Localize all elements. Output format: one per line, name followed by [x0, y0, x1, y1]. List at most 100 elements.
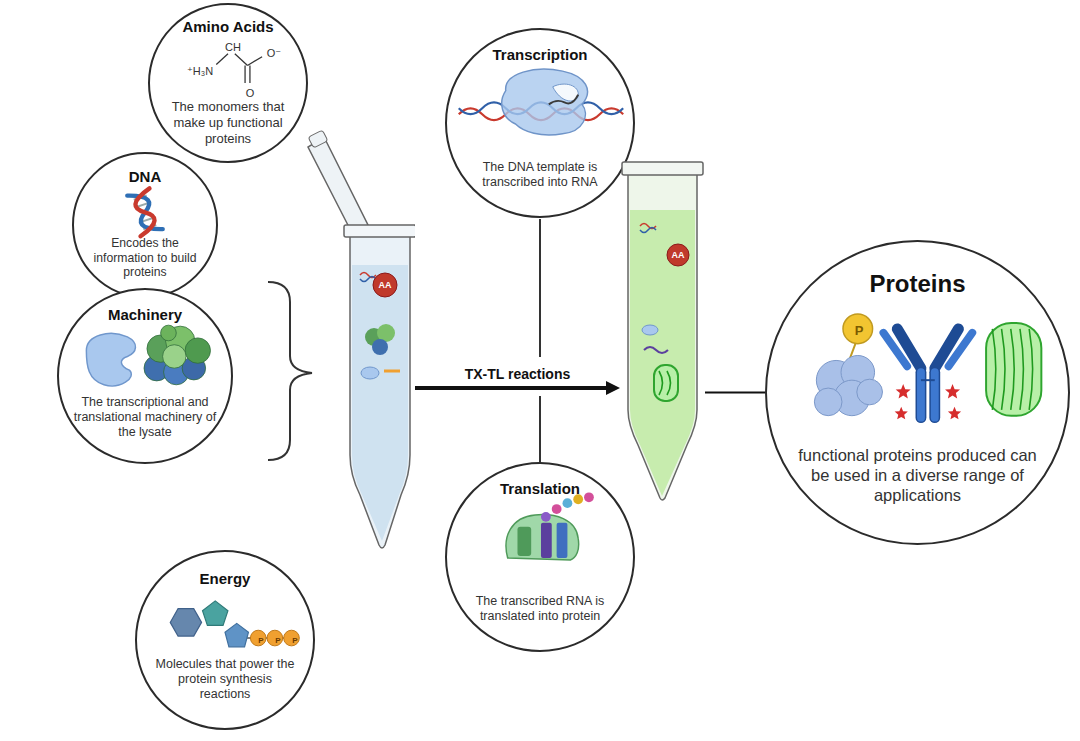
amino-acid-mark: AA	[379, 280, 392, 290]
process-arrow	[415, 381, 620, 395]
circle-description: The DNA template is transcribed into RNA	[474, 160, 606, 190]
drawing-part	[235, 54, 248, 66]
drawing-part	[163, 345, 186, 368]
drawing-part	[1020, 329, 1023, 410]
drawing-part	[883, 333, 907, 367]
drawing-part	[640, 228, 656, 233]
chemical-label: P	[855, 323, 864, 338]
drawing-part	[644, 347, 668, 353]
drawing-part	[896, 384, 911, 398]
drawing-part	[502, 69, 588, 135]
circle-node: TranslationThe transcribed RNA is transl…	[445, 462, 635, 652]
circle-node: TranscriptionThe DNA template is transcr…	[445, 28, 635, 218]
tube-node: AA	[620, 160, 705, 505]
drawing-part	[170, 609, 201, 636]
drawing-part	[549, 95, 578, 105]
drawing-part	[216, 54, 228, 65]
drawing-part	[161, 325, 177, 341]
circle-description: functional proteins produced can be used…	[798, 445, 1038, 505]
drawing-part	[1011, 329, 1014, 410]
drawing-part	[945, 384, 960, 398]
drawing-part	[642, 325, 658, 335]
drawing-part	[916, 372, 927, 417]
drawing-part	[308, 137, 368, 233]
arrow-head	[606, 381, 620, 395]
drawing-part	[992, 329, 995, 410]
drawing-part	[361, 367, 379, 379]
connector-stroke	[705, 392, 765, 394]
arrow-label: TX-TL reactions	[462, 366, 574, 382]
drawing-part	[267, 630, 283, 646]
leader-line	[539, 219, 541, 357]
drawing-part	[628, 174, 697, 500]
drawing-part	[897, 329, 958, 418]
drawing-part	[929, 372, 940, 417]
chemical-label: O	[246, 87, 255, 99]
circle-description: Encodes the information to build protein…	[93, 236, 197, 280]
drawing-part	[249, 65, 250, 83]
phosphate-mark: P	[275, 636, 280, 645]
drawing-part	[931, 372, 939, 417]
drawing-part	[857, 379, 883, 405]
drawing-part	[814, 388, 842, 416]
drawing-part	[308, 130, 328, 148]
circle-node: Amino AcidsThe monomers that make up fun…	[148, 3, 308, 163]
drawing-part	[667, 371, 671, 395]
drawing-part	[517, 527, 531, 556]
drawing-part	[127, 188, 162, 236]
drawing-part	[284, 630, 300, 646]
drawing-part	[250, 630, 266, 646]
drawing-part	[917, 372, 925, 417]
drawing-part	[373, 273, 397, 297]
drawing-part	[553, 84, 579, 101]
drawing-part	[630, 210, 695, 496]
circle-heading: Energy	[137, 570, 313, 587]
illustration	[300, 125, 415, 550]
circle-description: Molecules that power the protein synthes…	[155, 657, 295, 702]
circle-heading: DNA	[74, 168, 216, 185]
drawing-part	[541, 523, 552, 558]
drawing-part	[659, 371, 663, 395]
input-bracket	[268, 282, 312, 460]
drawing-part	[127, 188, 162, 236]
drawing-part	[244, 65, 245, 83]
drawing-part	[883, 333, 972, 418]
drawing-part	[1002, 329, 1005, 410]
circle-heading: Translation	[447, 480, 633, 497]
circle-description: The transcriptional and translational ma…	[70, 395, 220, 440]
circle-node: EnergyMolecules that power the protein s…	[135, 550, 315, 730]
drawing-part	[986, 323, 1041, 416]
leader-line	[539, 396, 541, 462]
drawing-part	[667, 244, 689, 266]
drawing-part	[216, 54, 262, 83]
drawing-part	[352, 265, 408, 541]
drawing-part	[384, 370, 400, 373]
circle-node: Proteins functional proteins produced can…	[765, 240, 1070, 545]
drawing-part	[144, 325, 210, 385]
drawing-part	[814, 355, 882, 415]
drawing-part	[225, 623, 248, 646]
drawing-part	[654, 365, 678, 401]
circle-heading: Transcription	[447, 46, 633, 63]
drawing-part	[622, 162, 703, 175]
phosphate-mark: P	[292, 636, 297, 645]
amino-acid-mark: AA	[672, 250, 685, 260]
circle-heading: Proteins	[767, 270, 1068, 298]
circle-heading: Amino Acids	[150, 18, 306, 35]
drawing-part	[843, 314, 873, 344]
drawing-part	[350, 235, 410, 548]
drawing-part	[563, 498, 573, 508]
drawing-part	[344, 225, 415, 237]
circle-description: The transcribed RNA is translated into p…	[474, 594, 606, 624]
chemical-label: O⁻	[267, 47, 281, 60]
circle-node: MachineryThe transcriptional and transla…	[57, 288, 233, 464]
drawing-part	[1029, 329, 1032, 410]
chemical-label: CH	[225, 41, 241, 53]
drawing-part	[949, 333, 973, 367]
drawing-part	[921, 379, 935, 381]
drawing-part	[86, 333, 135, 385]
phosphate-mark: P	[258, 636, 263, 645]
drawing-part	[372, 339, 388, 355]
drawing-part	[948, 407, 961, 420]
drawing-part	[552, 504, 562, 514]
